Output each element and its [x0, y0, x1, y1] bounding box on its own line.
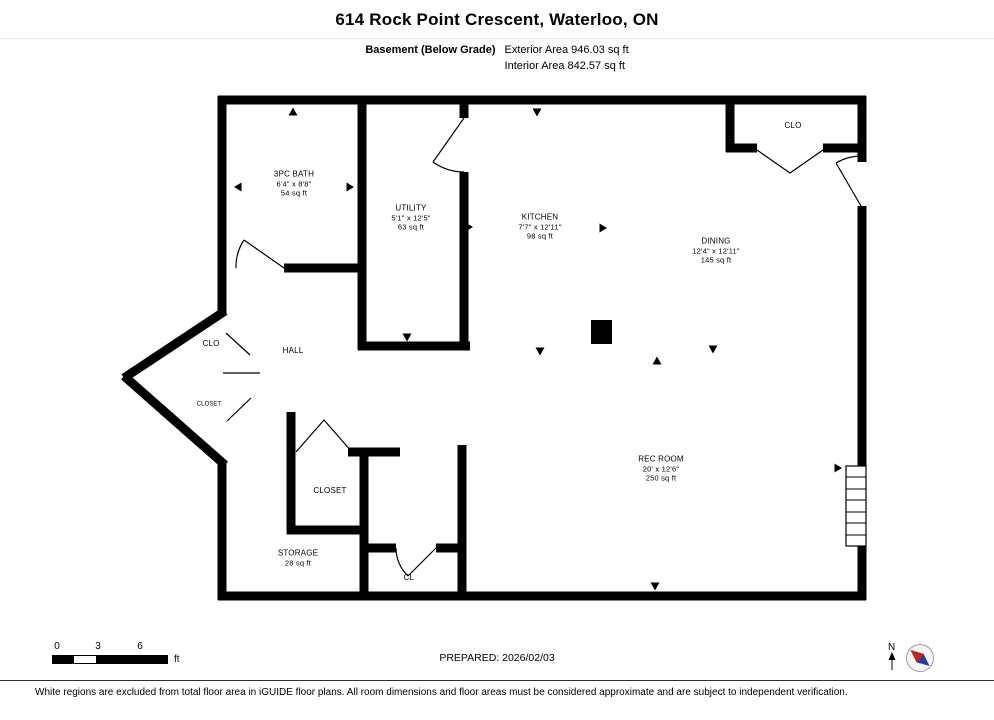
room-label-clo-bay: CLO [202, 339, 219, 349]
disclaimer-text: White regions are excluded from total fl… [35, 687, 848, 698]
room-name: CL [403, 573, 415, 582]
room-name: UTILITY [395, 203, 427, 213]
room-label-dining: DINING 12'4" x 12'11" 145 sq ft [692, 237, 740, 266]
compass: N [888, 642, 934, 672]
arrow-up-icon [288, 107, 298, 116]
scale-segment [96, 656, 167, 663]
arrow-down-icon [650, 582, 660, 591]
level-label: Basement (Below Grade) [365, 44, 496, 56]
room-label-cl: CL [404, 573, 415, 583]
room-name: CLOSET [313, 486, 347, 495]
room-dims: 12'4" x 12'11" [692, 246, 740, 256]
room-name: CLO [784, 121, 802, 130]
room-label-utility: UTILITY 5'1" x 12'5" 63 sq ft [391, 204, 430, 233]
door-paths [223, 117, 863, 577]
arrow-left-icon [234, 182, 242, 192]
room-name: 3PC BATH [273, 169, 315, 179]
room-name: STORAGE [277, 548, 319, 558]
compass-north-label: N [888, 642, 895, 653]
page-title: 614 Rock Point Crescent, Waterloo, ON [335, 10, 659, 29]
room-label-kitchen: KITCHEN 7'7" x 12'11" 98 sq ft [518, 213, 561, 242]
prepared-date: PREPARED: 2026/02/03 [439, 652, 555, 664]
floor-subheader: Basement (Below Grade) Exterior Area 946… [0, 44, 994, 76]
compass-needle-north [910, 649, 924, 663]
room-name: HALL [282, 346, 304, 355]
scale-bar: 0 3 6 ft [50, 641, 250, 671]
window-hatch [846, 476, 866, 536]
room-name: KITCHEN [521, 212, 559, 222]
window [845, 465, 867, 547]
room-area: 98 sq ft [526, 232, 554, 241]
room-area: 54 sq ft [280, 189, 308, 198]
compass-north-arrow-icon [888, 652, 896, 660]
doors [223, 117, 863, 577]
room-dims: 7'7" x 12'11" [518, 222, 562, 232]
room-dims: 6'4" x 8'8" [276, 179, 312, 189]
scale-segment [74, 656, 96, 663]
room-label-closet-bay: CLOSET [197, 401, 222, 409]
footer-divider [0, 680, 994, 681]
arrow-right-icon [346, 182, 354, 192]
room-name: DINING [701, 236, 731, 246]
arrow-down-icon [402, 333, 412, 342]
interior-area: Interior Area 842.57 sq ft [504, 60, 625, 72]
arrow-down-icon [535, 347, 545, 356]
room-area: 28 sq ft [284, 558, 312, 568]
room-name: REC ROOM [638, 454, 684, 464]
room-dims: 5'1" x 12'5" [391, 213, 431, 223]
room-area: 63 sq ft [397, 223, 425, 232]
compass-needle-south [916, 653, 930, 667]
scale-start: 0 [54, 641, 60, 652]
wall-paths [121, 95, 867, 601]
scale-unit: ft [174, 654, 180, 665]
title-divider [0, 38, 994, 39]
room-area: 145 sq ft [700, 256, 732, 265]
room-label-bath: 3PC BATH 6'4" x 8'8" 54 sq ft [274, 170, 314, 199]
kitchen-island [591, 320, 612, 344]
scale-segment [53, 656, 74, 663]
scale-end: 6 [137, 641, 143, 652]
room-label-rec-room: REC ROOM 20' x 12'6" 250 sq ft [638, 455, 684, 484]
room-area: 250 sq ft [645, 474, 677, 483]
room-label-closet-mid: CLOSET [313, 486, 346, 496]
arrow-right-icon [599, 223, 607, 233]
walls [121, 95, 867, 601]
arrow-down-icon [708, 345, 718, 354]
room-label-storage: STORAGE 28 sq ft [278, 548, 318, 567]
direction-arrows [234, 107, 842, 591]
window-frame [845, 465, 867, 547]
room-dims: 20' x 12'6" [642, 464, 680, 474]
room-label-hall: HALL [283, 346, 304, 356]
arrow-down-icon [532, 108, 542, 117]
area-summary: Exterior Area 946.03 sq ft Interior Area… [505, 44, 629, 76]
room-name: CLOSET [196, 401, 222, 408]
room-name: CLO [202, 339, 220, 348]
exterior-area: Exterior Area 946.03 sq ft [504, 44, 629, 56]
arrow-right-icon [834, 463, 842, 473]
arrow-right-icon [465, 222, 473, 232]
arrow-up-icon [652, 356, 662, 365]
scale-track [52, 655, 168, 664]
compass-needle [910, 649, 930, 667]
room-label-clo-top: CLO [784, 121, 801, 131]
scale-mid: 3 [95, 641, 101, 652]
